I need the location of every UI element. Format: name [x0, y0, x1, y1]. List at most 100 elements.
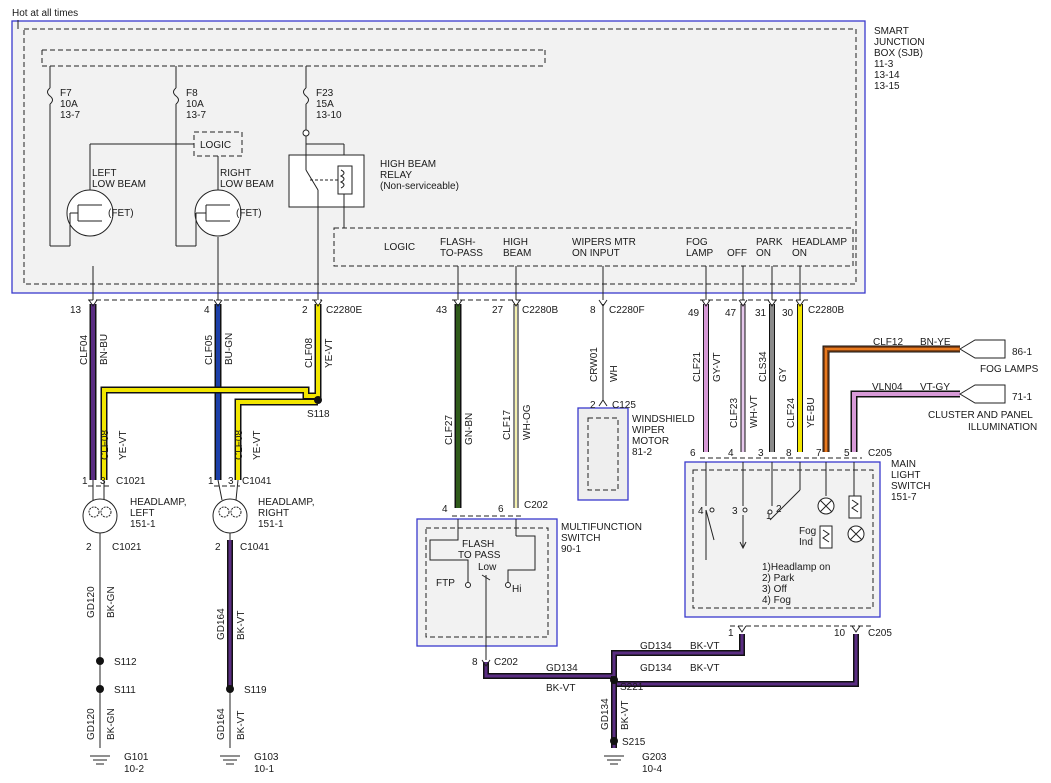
diagram-label: 151-1: [130, 519, 156, 530]
diagram-label: 3: [100, 476, 106, 487]
diagram-label: SWITCH: [561, 533, 600, 544]
diagram-label: CLF04: [79, 335, 90, 365]
diagram-label: HEADLAMP,: [130, 497, 187, 508]
diagram-label: WINDSHIELD: [632, 414, 695, 425]
right-low-beam-fet: RIGHT LOW BEAM (FET): [194, 168, 274, 246]
diagram-label: BK-GN: [106, 708, 117, 740]
diagram-label: 4) Fog: [762, 595, 791, 606]
diagram-label: F23: [316, 88, 334, 99]
diagram-label: PARK: [756, 237, 783, 248]
diagram-label: MULTIFUNCTION: [561, 522, 642, 533]
diagram-label: 2) Park: [762, 573, 795, 584]
clf12-label: CLF12: [873, 337, 903, 348]
s221-label: S221: [620, 682, 644, 693]
pin-47: 47: [725, 308, 737, 319]
diagram-label: GY-VT: [712, 352, 723, 382]
pin-8: 8: [590, 305, 596, 316]
bk-vt-label-a: BK-VT: [690, 641, 719, 652]
diagram-label: C1041: [240, 542, 270, 553]
diagram-label: YE-VT: [118, 431, 129, 460]
wire-labels: CLF04 BN-BU CLF05 BU-GN CLF08 YE-VT CLF0…: [79, 333, 817, 740]
diagram-label: 1)Headlamp on: [762, 562, 830, 573]
vln04-label: VLN04: [872, 382, 903, 393]
diagram-label: CLF05: [204, 335, 215, 365]
left-low-beam-fet: LEFT LOW BEAM (FET): [66, 168, 146, 246]
splice-s215: [610, 737, 618, 745]
diagram-label: 151-7: [891, 492, 917, 503]
diagram-label: 7: [816, 448, 822, 459]
diagram-label: 3: [758, 448, 764, 459]
gd134-label-b: GD134: [546, 663, 578, 674]
diagram-label: 1: [766, 511, 772, 522]
diagram-label: 2: [215, 542, 221, 553]
diagram-label: LEFT: [130, 508, 154, 519]
diagram-label: TO PASS: [458, 550, 501, 561]
diagram-label: BK-VT: [236, 711, 247, 740]
diagram-label: GD120: [86, 708, 97, 740]
diagram-label: ILLUMINATION: [968, 422, 1037, 433]
windshield-wiper-motor: 2 C125 WINDSHIELD WIPER MOTOR 81-2: [577, 399, 695, 501]
diagram-label: CLF23: [729, 398, 740, 428]
cluster-connector: 71-1 CLUSTER AND PANEL ILLUMINATION: [928, 384, 1037, 433]
c2280e-label: C2280E: [326, 305, 362, 316]
diagram-label: CRW01: [589, 347, 600, 382]
fog-lamps-connector: 86-1 FOG LAMPS: [959, 339, 1039, 375]
diagram-label: G101: [124, 752, 149, 763]
diagram-label: C125: [612, 400, 636, 411]
wire-gd134: [483, 634, 859, 748]
diagram-label: 1: [208, 476, 214, 487]
high-beam-relay: HIGH BEAM RELAY (Non-serviceable): [288, 154, 459, 228]
diagram-label: CLF08: [100, 430, 111, 460]
diagram-label: HIGH: [503, 237, 528, 248]
diagram-label: F8: [186, 88, 198, 99]
diagram-label: BU-GN: [224, 333, 235, 365]
c2280-pin-arrows: [88, 299, 805, 307]
pin-13: 13: [70, 305, 82, 316]
diagram-label: C1021: [112, 542, 142, 553]
diagram-label: LAMP: [686, 248, 714, 259]
diagram-label: LOGIC: [384, 242, 415, 253]
s215-label: S215: [622, 737, 646, 748]
diagram-label: 5: [844, 448, 850, 459]
diagram-label: C1041: [242, 476, 272, 487]
diagram-label: Ind: [799, 537, 813, 548]
diagram-label: FTP: [436, 578, 455, 589]
diagram-label: RELAY: [380, 170, 412, 181]
diagram-label: 6: [690, 448, 696, 459]
diagram-label: 13-15: [874, 81, 900, 92]
diagram-label: CLF27: [444, 415, 455, 445]
logic-box: LOGIC: [89, 131, 243, 190]
diagram-label: WIPER: [632, 425, 665, 436]
sjb-title: SMART JUNCTION BOX (SJB) 11-3 13-14 13-1…: [874, 26, 925, 92]
diagram-label: GY: [778, 367, 789, 382]
diagram-label: 1: [82, 476, 88, 487]
diagram-label: BK-VT: [236, 611, 247, 640]
diagram-label: 10A: [60, 99, 78, 110]
diagram-label: FOG LAMPS: [980, 364, 1039, 375]
diagram-label: 3) Off: [762, 584, 787, 595]
diagram-label: CLUSTER AND PANEL: [928, 410, 1033, 421]
s118-label: S118: [307, 409, 330, 420]
bk-vt-label-c: BK-VT: [546, 683, 575, 694]
diagram-label: TO-PASS: [440, 248, 483, 259]
diagram-label: 15A: [316, 99, 334, 110]
diagram-label: 13-7: [60, 110, 80, 121]
diagram-label: G203: [642, 752, 667, 763]
diagram-label: 13-10: [316, 110, 342, 121]
diagram-label: OFF: [727, 248, 747, 259]
diagram-label: 10-4: [642, 764, 662, 775]
ground-g203: G203 10-4: [604, 752, 667, 775]
splice-s111: [96, 685, 104, 693]
diagram-label: YE-BU: [806, 397, 817, 428]
diagram-label: BOX (SJB): [874, 48, 923, 59]
bk-vt-label-b: BK-VT: [690, 663, 719, 674]
diagram-label: MAIN: [891, 459, 916, 470]
diagram-label: BK-VT: [620, 701, 631, 730]
headlamp-right: 1 3 C1041 2 C1041 HEADLAMP, RIGHT 151-1: [208, 476, 315, 553]
diagram-label: RIGHT: [258, 508, 289, 519]
diagram-label: 90-1: [561, 544, 581, 555]
diagram-label: ON INPUT: [572, 248, 620, 259]
splice-s221: [610, 676, 618, 684]
diagram-label: GD164: [216, 608, 227, 640]
